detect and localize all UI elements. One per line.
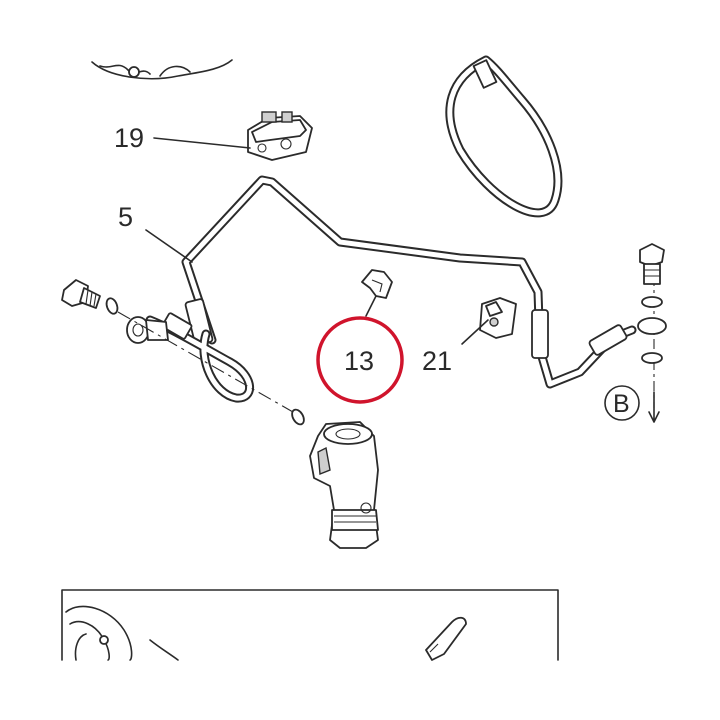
callout-21: 21 <box>422 346 452 376</box>
right-banjo-assembly <box>637 243 667 364</box>
leader-5 <box>145 229 193 263</box>
callout-19: 19 <box>114 123 144 153</box>
down-arrow-icon <box>648 391 660 423</box>
view-marker-circle <box>604 385 640 421</box>
top-right-pipe-loop <box>445 55 563 218</box>
axis-line <box>117 311 301 417</box>
highlight-circle-13 <box>316 316 404 404</box>
top-left-component <box>91 59 233 80</box>
left-hose <box>145 312 255 403</box>
lower-inset-panel <box>61 589 559 661</box>
washer-lower <box>291 408 305 426</box>
leader-21 <box>461 319 489 345</box>
callout-5: 5 <box>118 202 133 232</box>
left-banjo-assembly <box>61 279 169 344</box>
view-marker-label: B <box>613 390 630 418</box>
master-cylinder <box>309 421 379 549</box>
part-21-bracket <box>479 297 517 339</box>
part-19-clip <box>247 111 313 161</box>
brake-pipe-main <box>181 175 637 389</box>
callout-13: 13 <box>344 346 374 376</box>
leader-13 <box>365 295 377 317</box>
leader-19 <box>153 137 251 149</box>
part-13-clip <box>361 269 393 299</box>
